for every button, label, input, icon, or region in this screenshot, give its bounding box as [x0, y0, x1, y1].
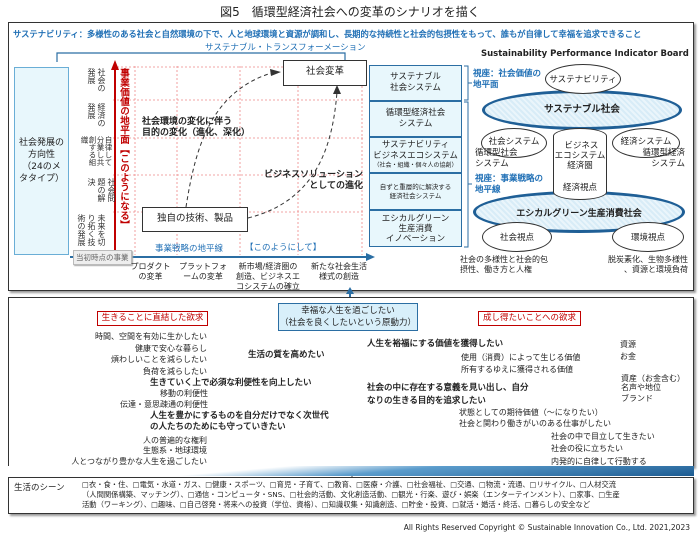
- work-item: 社会の中で目立して生きたい: [551, 432, 655, 441]
- use-item: 資源: [620, 340, 636, 349]
- meta-type-box: 社会発展の方向性（24のメタタイプ）: [14, 67, 69, 255]
- life-scenes-line: 活動（ワーキング）、□趣味、□自己啓発・将来への投資（学位、資格）、□知識収集・…: [82, 500, 591, 509]
- circular-social-label: 循環型社会 システム: [475, 148, 518, 169]
- social-system-ellipse: 社会システム: [481, 128, 547, 158]
- x-axis-how: 【このようにして】: [245, 243, 322, 253]
- stack-sustainable-social-system: サステナブル 社会システム: [369, 65, 462, 101]
- stack-subtext: （社会・組織・個々人の協創）: [373, 162, 458, 169]
- x-label-ecosystem: 新市場/経済圏の創造、ビジネスエコシステムの確立: [236, 262, 300, 291]
- purpose-change-label: 社会環境の変化に伴う 目的の変化（進化、深化）: [142, 117, 251, 138]
- x-axis-label: 事業戦略の地平線: [155, 244, 224, 254]
- work-item: 内発的に自律して行動する: [551, 457, 647, 466]
- vlabel-social-problem: 社会問題の解決: [87, 178, 116, 202]
- y-axis-label: 事業価値の地平面【このようになる】: [118, 68, 129, 230]
- cylinder-bottom-label: 経済視点: [562, 183, 597, 193]
- env-note: 脱炭素化、生物多様性 、資源と環境負荷: [608, 255, 688, 274]
- meta-type-text: 社会発展の方向性（24のメタタイプ）: [18, 138, 64, 184]
- own-item: 資産（お金含む）: [621, 374, 685, 383]
- vlabel-society: 社会の発展: [87, 68, 106, 92]
- x-label-platform: プラットフォームの変革: [179, 262, 227, 281]
- stack-ethical-green: エシカルグリーン 生産消費 イノベーション: [369, 210, 462, 247]
- vlabel-economy: 経済の発展: [87, 103, 106, 127]
- social-view-ellipse: 社会視点: [482, 222, 552, 252]
- origin-label: 当初時点の事業: [73, 250, 132, 265]
- viewpoint-business-strategy: 視座：事業戦略の地平線: [475, 174, 544, 195]
- wave-band: [8, 466, 694, 476]
- use-value: 使用（消費）によって生じる価値: [461, 353, 581, 362]
- economic-system-ellipse: 経済システム: [612, 128, 680, 158]
- stack-text: サステナブル 社会システム: [390, 72, 441, 93]
- goal-text: 社会変革: [305, 66, 344, 77]
- env-view-label: 環境視点: [630, 233, 665, 243]
- sustainability-definition: サステナビリティ：多様性のある社会と自然環境の下で、人と地球環境と資源が調和し、…: [13, 29, 642, 39]
- own-item: ブランド: [621, 394, 653, 403]
- economic-system-label: 経済システム: [620, 137, 672, 147]
- social-view-label: 社会視点: [499, 233, 534, 243]
- circular-economic-label: 循環型経済 システム: [642, 148, 685, 169]
- cylinder-top-label: ビジネス エコシステム 経済圏: [554, 141, 606, 171]
- state-value: 状態としての期待価値（〜になりたい）: [459, 408, 603, 417]
- work-item: 社会の役に立ちたい: [551, 444, 623, 453]
- stack-business-ecosystem: サステナビリティ ビジネスエコシステム（社会・組織・個々人の協創）: [369, 137, 462, 173]
- stack-text: サステナビリティ ビジネスエコシステム: [373, 140, 458, 161]
- life-scenes-line: □衣・食・住、□電気・水道・ガス、□健康・スポーツ、□育児・子育て、□教育、□医…: [82, 480, 617, 489]
- copyright: All Rights Reserved Copyright © Sustaina…: [403, 523, 690, 532]
- stack-layered-system: 自ずと重層的に解決する 経済社会システム: [369, 173, 462, 210]
- work-need: 社会と関わり働きがいのある仕事がしたい: [459, 419, 611, 428]
- convenience-need: 生きていく上で必須な利便性を向上したい: [150, 378, 312, 388]
- quality-item: 負荷を減らしたい: [143, 367, 207, 376]
- sustainable-society-label: サステナブル社会: [544, 104, 620, 115]
- sustainability-label: サステナビリティ: [549, 75, 617, 85]
- life-scenes-label: 生活のシーン: [14, 483, 65, 493]
- start-box: 独自の技術、製品: [142, 207, 248, 232]
- own-value: 所有するゆえに獲得される価値: [461, 365, 573, 374]
- quality-item: 煩わしいことを減らしたい: [111, 355, 207, 364]
- sustainable-society-ellipse: サステナブル社会: [482, 90, 682, 130]
- enrich-item: 人とつながり豊かな人生を過ごしたい: [71, 457, 207, 466]
- enrich-need: 人生を豊かにするものを自分だけでなく次世代 の人たちのためにも守っていきたい: [150, 411, 329, 432]
- stack-text: エシカルグリーン 生産消費 イノベーション: [381, 213, 450, 244]
- vlabel-technology: 未来を切り拓く技術の発展: [77, 214, 106, 246]
- convenience-item: 移動の利便性: [160, 389, 208, 398]
- quality-item: 健康で安心な暮らし: [135, 344, 207, 353]
- stack-circular-economy-system: 循環型経済社会 システム: [369, 101, 462, 137]
- x-label-lifestyle: 新たな社会生活様式の創造: [311, 262, 367, 281]
- quality-item: 時間、空間を有効に生かしたい: [95, 332, 207, 341]
- quality-need: 生活の質を高めたい: [248, 350, 325, 360]
- board-title: Sustainability Performance Indicator Boa…: [481, 49, 689, 59]
- economy-cylinder: ビジネス エコシステム 経済圏 経済視点: [553, 128, 607, 200]
- life-scenes-line: （人間関係構築、マッチング）、□通信・コンピュータ・SNS、□社会的活動、文化創…: [82, 490, 620, 499]
- solution-evolution-label: ビジネスソリューション としての進化: [264, 170, 363, 191]
- center-goal-box: 幸福な人生を過ごしたい （社会を良くしたいという原動力）: [278, 303, 418, 331]
- figure-title: 図5 循環型経済社会への変革のシナリオを描く: [220, 5, 480, 19]
- left-need-box: 生きることに直結した欲求: [97, 311, 208, 326]
- own-item: 名声や地位: [621, 383, 661, 392]
- viewpoint-social-value: 視座：社会価値の地平面: [473, 69, 542, 90]
- social-note: 社会の多様性と社会的包 摂性、働き方と人権: [460, 255, 548, 274]
- goal-box: 社会変革: [283, 60, 367, 86]
- ethical-society-label: エシカルグリーン生産消費社会: [516, 208, 642, 219]
- enrich-item: 生態系・地球環境: [143, 446, 207, 455]
- stack-text: 循環型経済社会 システム: [385, 108, 446, 129]
- right-need-box: 成し得たいことへの欲求: [478, 311, 581, 326]
- start-text: 独自の技術、製品: [156, 213, 233, 224]
- wealth-need: 人生を裕福にする価値を獲得したい: [367, 339, 504, 349]
- sustainability-ellipse: サステナビリティ: [545, 64, 621, 94]
- env-view-ellipse: 環境視点: [612, 222, 684, 252]
- stack-subtext: 自ずと重層的に解決する 経済社会システム: [379, 182, 452, 200]
- meaning-need: 社会の中に存在する意義を見い出し、自分 なりの生きる目的を追求したい: [367, 383, 529, 406]
- enrich-item: 人の普遍的な権利: [143, 436, 207, 445]
- use-item: お金: [620, 352, 636, 361]
- social-system-label: 社会システム: [488, 137, 540, 147]
- life-scenes-box: [8, 477, 694, 514]
- convenience-item: 伝達・意思疎通の利便性: [120, 400, 208, 409]
- x-label-product: プロダクトの変革: [130, 262, 171, 281]
- vlabel-organization: 自律して分業し共創する組織: [80, 136, 113, 166]
- transformation-label: サステナブル・トランスフォーメーション: [205, 43, 366, 53]
